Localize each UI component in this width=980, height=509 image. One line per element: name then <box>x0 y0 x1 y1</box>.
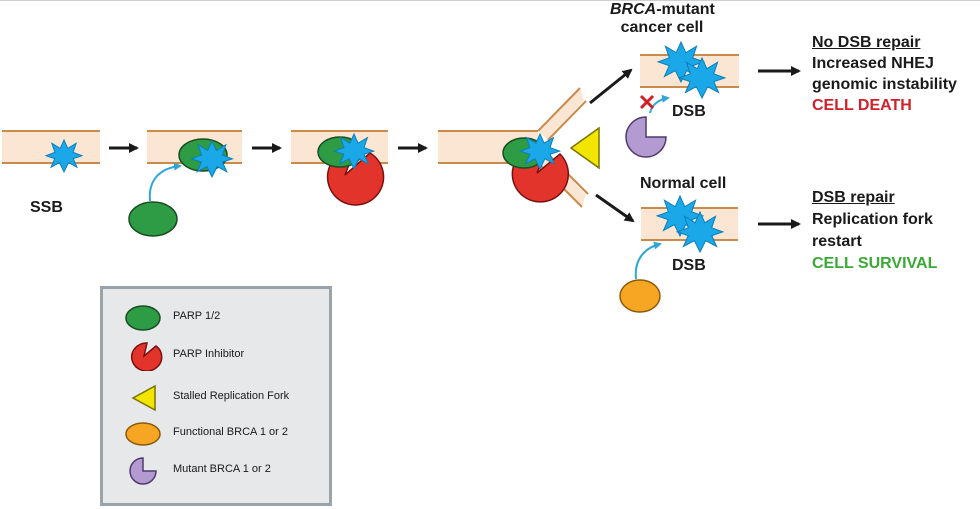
functional-brca-icon <box>619 279 661 313</box>
functional-brca-legend-icon <box>125 422 161 446</box>
legend-label-parp-inhibitor: PARP Inhibitor <box>173 348 245 360</box>
legend-label-stalled-fork: Stalled Replication Fork <box>173 390 290 402</box>
parp-inhibitor-legend-icon <box>131 342 163 371</box>
ssb-damage-star-icon <box>44 138 84 174</box>
brca-label-cancer-cell: cancer cell <box>620 19 704 36</box>
legend-item-functional-brca: Functional BRCA 1 or 2 <box>123 419 328 449</box>
mutant-outcome-line1: Increased NHEJ <box>812 55 934 72</box>
legend-label-parp: PARP 1/2 <box>173 310 221 322</box>
mutant-brca-legend-icon <box>129 457 157 485</box>
arrow-to-mutant-branch <box>589 68 633 105</box>
ssb-label: SSB <box>30 199 63 216</box>
mutant-brca-icon <box>625 116 667 158</box>
legend-item-parp: PARP 1/2 <box>123 303 328 333</box>
functional-brca-repair-arrow <box>634 241 662 280</box>
legend: PARP 1/2 PARP Inhibitor Stalled Replicat… <box>100 286 332 506</box>
dna-segment-stage-1 <box>2 130 100 164</box>
brca-label-suffix: -mutant <box>656 1 715 18</box>
damage-star-stage-3-icon <box>332 132 376 171</box>
mutant-outcome: No DSB repair Increased NHEJ genomic ins… <box>812 32 957 116</box>
stalled-fork-legend-icon <box>131 384 156 412</box>
cell-death-label: CELL DEATH <box>812 97 912 114</box>
legend-item-parp-inhibitor: PARP Inhibitor <box>123 341 328 371</box>
stalled-fork-triangle-icon <box>569 126 600 170</box>
normal-outcome-line2: restart <box>812 233 862 250</box>
damage-star-stage-2-icon <box>190 139 234 179</box>
dsb-star-mutant-b-icon <box>677 56 727 100</box>
legend-item-stalled-fork: Stalled Replication Fork <box>123 383 328 413</box>
legend-label-functional-brca: Functional BRCA 1 or 2 <box>173 426 288 438</box>
mutant-outcome-line2: genomic instability <box>812 76 957 93</box>
dsb-label-mutant: DSB <box>672 103 706 120</box>
dsb-star-normal-b-icon <box>675 210 725 254</box>
cell-survival-label: CELL SURVIVAL <box>812 255 938 272</box>
brca-label-gene: BRCA <box>610 1 657 18</box>
dsb-label-normal: DSB <box>672 257 706 274</box>
legend-item-mutant-brca: Mutant BRCA 1 or 2 <box>123 456 328 486</box>
parp-recruit-arrow <box>148 162 182 202</box>
normal-outcome-line1: Replication fork <box>812 211 933 228</box>
arrow-to-normal-branch <box>595 193 635 223</box>
normal-outcome-title: DSB repair <box>812 189 895 206</box>
normal-cell-label: Normal cell <box>640 175 727 192</box>
normal-outcome: DSB repair Replication fork restart CELL… <box>812 187 937 275</box>
mutant-brca-failed-arrow <box>649 94 670 114</box>
brca-mutant-label: BRCA-mutant cancer cell <box>610 1 715 37</box>
damage-star-stage-4-icon <box>518 132 562 171</box>
parp-free-icon <box>128 201 178 237</box>
blocked-x-icon <box>639 94 655 110</box>
top-border-line <box>0 0 980 1</box>
parp-legend-icon <box>125 305 161 331</box>
legend-label-mutant-brca: Mutant BRCA 1 or 2 <box>173 463 271 475</box>
mutant-outcome-title: No DSB repair <box>812 34 921 51</box>
